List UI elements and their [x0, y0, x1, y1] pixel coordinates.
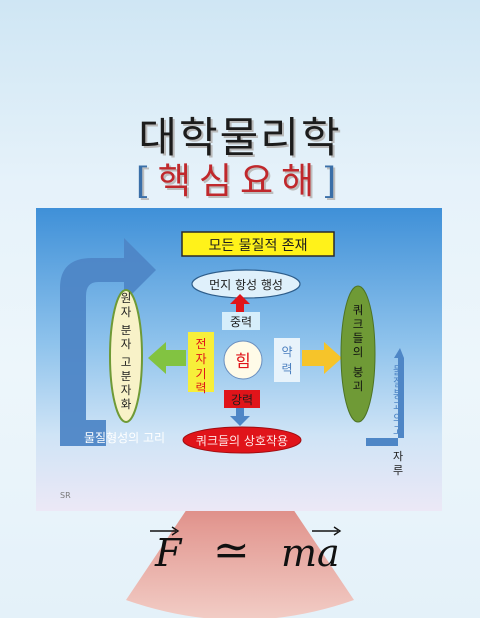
formula-relation: ≃ [213, 525, 250, 576]
formula-lhs: F [155, 531, 182, 575]
strong-box [224, 390, 260, 408]
center-label: 힘 [235, 352, 251, 372]
page-title: 대학물리학 [138, 113, 342, 162]
em-arrow [148, 342, 186, 374]
page-subtitle: [핵심요해] [0, 152, 480, 204]
subtitle-open-bracket: [ [135, 161, 158, 202]
gravity-arrow [230, 294, 250, 312]
gravity-box [222, 312, 260, 330]
weak-box [274, 338, 300, 382]
electromagnetic-box [188, 332, 214, 392]
atoms-ellipse [109, 289, 143, 423]
gravity-label: 중력 [230, 315, 252, 329]
strong-arrow [230, 408, 250, 426]
subtitle-close-bracket: ] [322, 161, 345, 202]
formula: F ≃ ma [0, 525, 480, 585]
quark-interaction-ellipse [182, 426, 302, 454]
quarks-ellipse [340, 285, 376, 423]
formula-rhs: ma [281, 531, 340, 575]
weak-arrow [302, 342, 342, 374]
matter-loop-label: 물질형성의 고리 [84, 431, 165, 445]
top-box-label: 모든 물질적 존재 [208, 238, 307, 254]
matter-loop-arrow [60, 238, 156, 446]
collapse-loop-arrow [394, 348, 404, 358]
top-box [181, 231, 335, 257]
subtitle-text: 핵심요해 [157, 161, 323, 202]
dust-ellipse [191, 269, 301, 299]
quark-interaction-label: 쿼크들의 상호작용 [196, 434, 288, 448]
center-circle [223, 340, 263, 380]
mark-label: SR [60, 491, 71, 500]
strong-label: 강력 [231, 393, 253, 407]
dust-label: 먼지 항성 행성 [209, 277, 283, 292]
